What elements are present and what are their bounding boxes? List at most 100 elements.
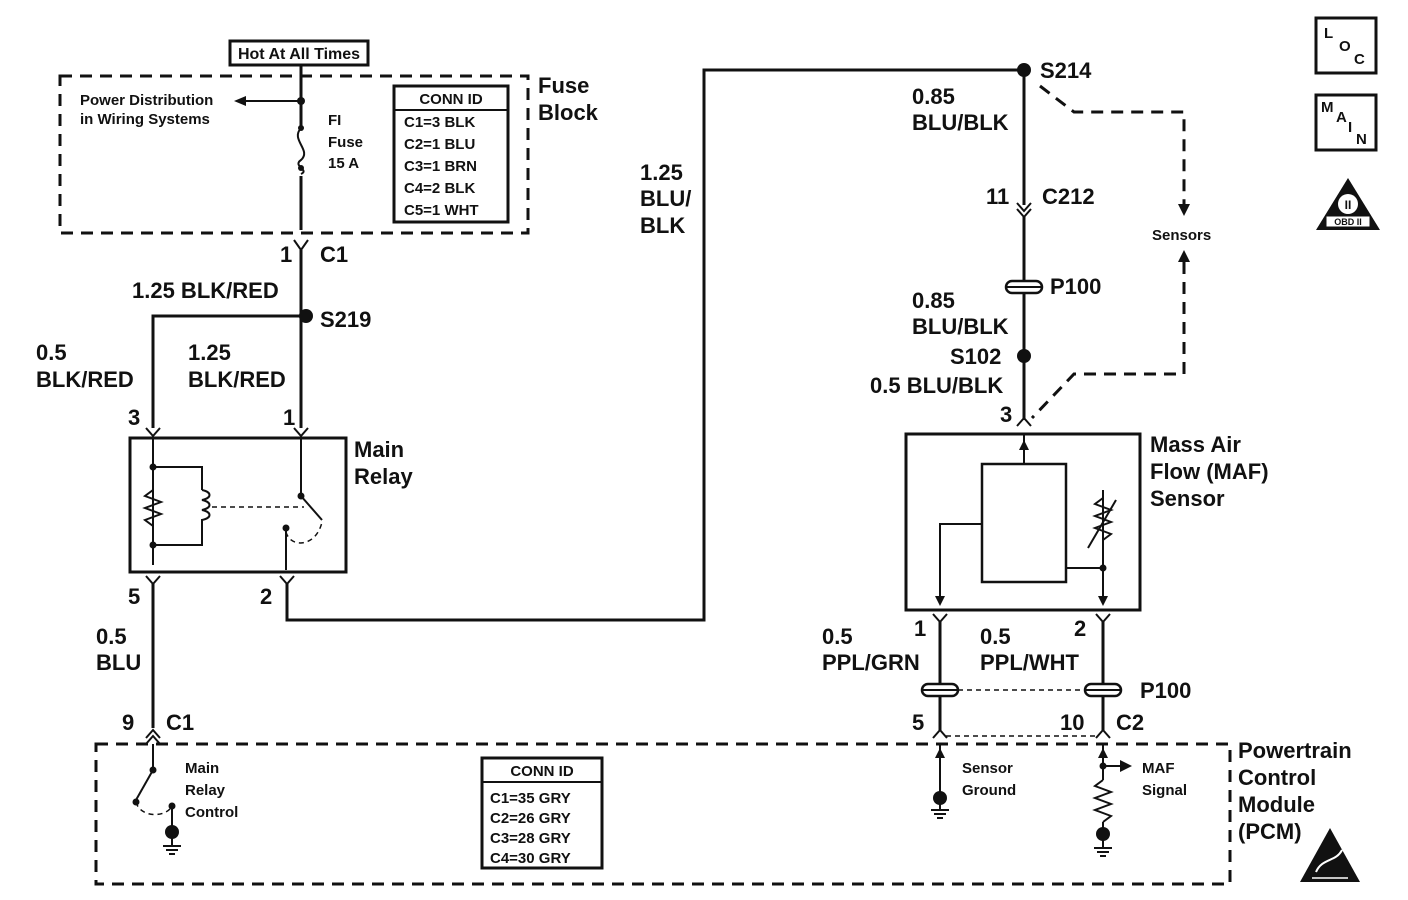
relay-control-switch-icon xyxy=(132,744,176,828)
sensors-label: Sensors xyxy=(1152,227,1211,244)
fuse-label-line1: FI xyxy=(328,112,341,129)
wire-05-blu-line1: 0.5 xyxy=(96,624,127,649)
fuse-conn-id-title: CONN ID xyxy=(419,91,483,108)
sensor-ground-line1: Sensor xyxy=(962,760,1013,777)
sensors-dashed-path-top xyxy=(1039,84,1186,210)
loc-icon xyxy=(1314,16,1378,75)
fuse-block-name-line2: Block xyxy=(538,100,599,125)
main-icon-n: N xyxy=(1356,131,1367,148)
wire-05-blu-line2: BLU xyxy=(96,650,141,675)
wire-05-blkred-line2: BLK/RED xyxy=(36,367,134,392)
fuse-conn-row: C1=3 BLK xyxy=(404,114,475,131)
obd-ii-icon xyxy=(1316,178,1380,230)
main-icon-a: A xyxy=(1336,109,1347,126)
relay-control-line3: Control xyxy=(185,804,238,821)
relay-coil-circuit xyxy=(149,438,203,565)
c212-label: C212 xyxy=(1042,184,1095,209)
fuse-icon xyxy=(296,125,306,176)
maf-sensor-name-line3: Sensor xyxy=(1150,486,1225,511)
sensors-arrow-up-icon xyxy=(1178,250,1190,262)
maf-pin-11: 11 xyxy=(986,184,1009,209)
sensors-dashed-path-bottom xyxy=(1030,262,1186,420)
loc-icon-o: O xyxy=(1339,38,1351,55)
wire-05-blkred-line1: 0.5 xyxy=(36,340,67,365)
pcm-conn-id-table xyxy=(480,756,604,870)
pcm-pin-9: 9 xyxy=(122,710,134,735)
p100-bottom-label: P100 xyxy=(1140,678,1191,703)
fuse-conn-row: C4=2 BLK xyxy=(404,180,475,197)
pcm-pin9-connector-icon-2 xyxy=(145,734,161,745)
fuse-conn-id-table xyxy=(392,84,510,224)
main-icon-m: M xyxy=(1321,99,1334,116)
fuse-block-outline xyxy=(58,74,530,235)
fuse-conn-row: C2=1 BLU xyxy=(404,136,475,153)
power-dist-arrow-icon xyxy=(234,96,246,106)
relay-pin5-connector-icon xyxy=(145,575,161,586)
pcm-connector-c1: C1 xyxy=(166,710,194,735)
splice-s214-label: S214 xyxy=(1040,58,1092,83)
esd-warning-icon xyxy=(1300,828,1360,882)
sensor-ground-icon xyxy=(931,744,949,819)
relay-control-line1: Main xyxy=(185,760,219,777)
splice-s102-dot xyxy=(1017,349,1031,363)
wire-125b-blkred-line2: BLK/RED xyxy=(188,367,286,392)
main-relay-name-line2: Relay xyxy=(354,464,413,489)
wire-125-blkred-label: 1.25 BLK/RED xyxy=(132,278,279,303)
relay-pin3-connector-icon xyxy=(145,427,161,438)
obd-ii-symbol: II xyxy=(1345,198,1352,212)
pcm-pin10-connector-icon xyxy=(1095,728,1111,739)
relay-pin-5: 5 xyxy=(128,584,140,609)
pcm-outline xyxy=(94,742,1232,886)
maf-pin1-connector-icon xyxy=(932,613,948,624)
fuse-conn-row: C3=1 BRN xyxy=(404,158,477,175)
relay-control-ground-icon xyxy=(163,825,181,855)
maf-wire1-line1: 0.85 xyxy=(912,84,955,109)
relay-to-s214-wire xyxy=(285,68,1024,622)
maf-element-icon xyxy=(935,434,1117,606)
pcm-name-line4: (PCM) xyxy=(1238,819,1302,844)
wire-ppl-grn-line1: 0.5 xyxy=(822,624,853,649)
maf-pin-2: 2 xyxy=(1074,616,1086,641)
maf-wire1-line2: BLU/BLK xyxy=(912,110,1009,135)
pcm-name-line1: Powertrain xyxy=(1238,738,1352,763)
pcm-pin5-connector-icon xyxy=(932,728,948,739)
fuse-c1-connector-icon xyxy=(293,239,309,252)
wire-125-blublk-line2: BLU/ xyxy=(640,186,691,211)
maf-pin-1: 1 xyxy=(914,616,926,641)
pcm-conn-row: C3=28 GRY xyxy=(490,830,571,847)
main-icon-i: I xyxy=(1348,119,1352,136)
power-dist-line2: in Wiring Systems xyxy=(80,111,210,128)
main-relay-name-line1: Main xyxy=(354,437,404,462)
fuse-block-name-line1: Fuse xyxy=(538,73,589,98)
wire-ppl-wht-line2: PPL/WHT xyxy=(980,650,1080,675)
relay-pin-1: 1 xyxy=(283,405,295,430)
pcm-name-line3: Module xyxy=(1238,792,1315,817)
pcm-conn-row: C4=30 GRY xyxy=(490,850,571,867)
wire-125-blublk-line1: 1.25 xyxy=(640,160,683,185)
splice-s102-label: S102 xyxy=(950,344,1001,369)
relay-switch-icon xyxy=(282,438,323,570)
maf-sensor-name-line2: Flow (MAF) xyxy=(1150,459,1269,484)
maf-signal-circuit-icon xyxy=(1092,744,1132,857)
relay-pin2-connector-icon xyxy=(279,575,295,586)
splice-s219-label: S219 xyxy=(320,307,371,332)
pcm-name-line2: Control xyxy=(1238,765,1316,790)
maf-signal-line2: Signal xyxy=(1142,782,1187,799)
pcm-pin9-connector-icon xyxy=(145,728,161,739)
maf-pin2-connector-icon xyxy=(1095,613,1111,624)
pcm-pin-10: 10 xyxy=(1060,710,1084,735)
c212-connector-top-icon xyxy=(1016,202,1032,213)
relay-resistor-icon xyxy=(142,489,164,527)
pcm-pin-5: 5 xyxy=(912,710,924,735)
pcm-conn-id-title: CONN ID xyxy=(510,763,574,780)
relay-coil-icon xyxy=(201,489,211,524)
relay-pin-3: 3 xyxy=(128,405,140,430)
s219-branch-wire xyxy=(151,314,306,428)
maf-wire2-line2: BLU/BLK xyxy=(912,314,1009,339)
hot-at-all-times-box xyxy=(228,39,370,67)
loc-icon-c: C xyxy=(1354,51,1365,68)
sensors-arrow-down-icon xyxy=(1178,204,1190,216)
main-relay-box xyxy=(128,436,348,574)
wire-125-blublk-line3: BLK xyxy=(640,213,685,238)
